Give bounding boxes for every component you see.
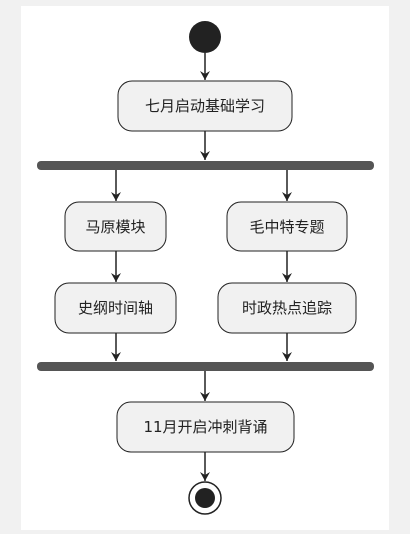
node-july-basics: 七月启动基础学习	[117, 80, 293, 132]
end-node	[188, 481, 222, 515]
node-marx-label: 马原模块	[85, 218, 145, 236]
join-bar	[37, 362, 374, 371]
node-politics: 时政热点追踪	[217, 282, 357, 334]
node-history-label: 史纲时间轴	[78, 299, 153, 317]
start-node	[189, 21, 221, 53]
node-mao-label: 毛中特专题	[249, 218, 324, 236]
node-july-basics-label: 七月启动基础学习	[145, 97, 265, 115]
node-marx: 马原模块	[64, 201, 167, 252]
node-mao: 毛中特专题	[226, 201, 348, 252]
node-politics-label: 时政热点追踪	[242, 299, 332, 317]
fork-bar	[37, 161, 374, 170]
node-november-label: 11月开启冲刺背诵	[143, 418, 267, 436]
node-november: 11月开启冲刺背诵	[116, 401, 295, 453]
node-history: 史纲时间轴	[54, 282, 177, 334]
